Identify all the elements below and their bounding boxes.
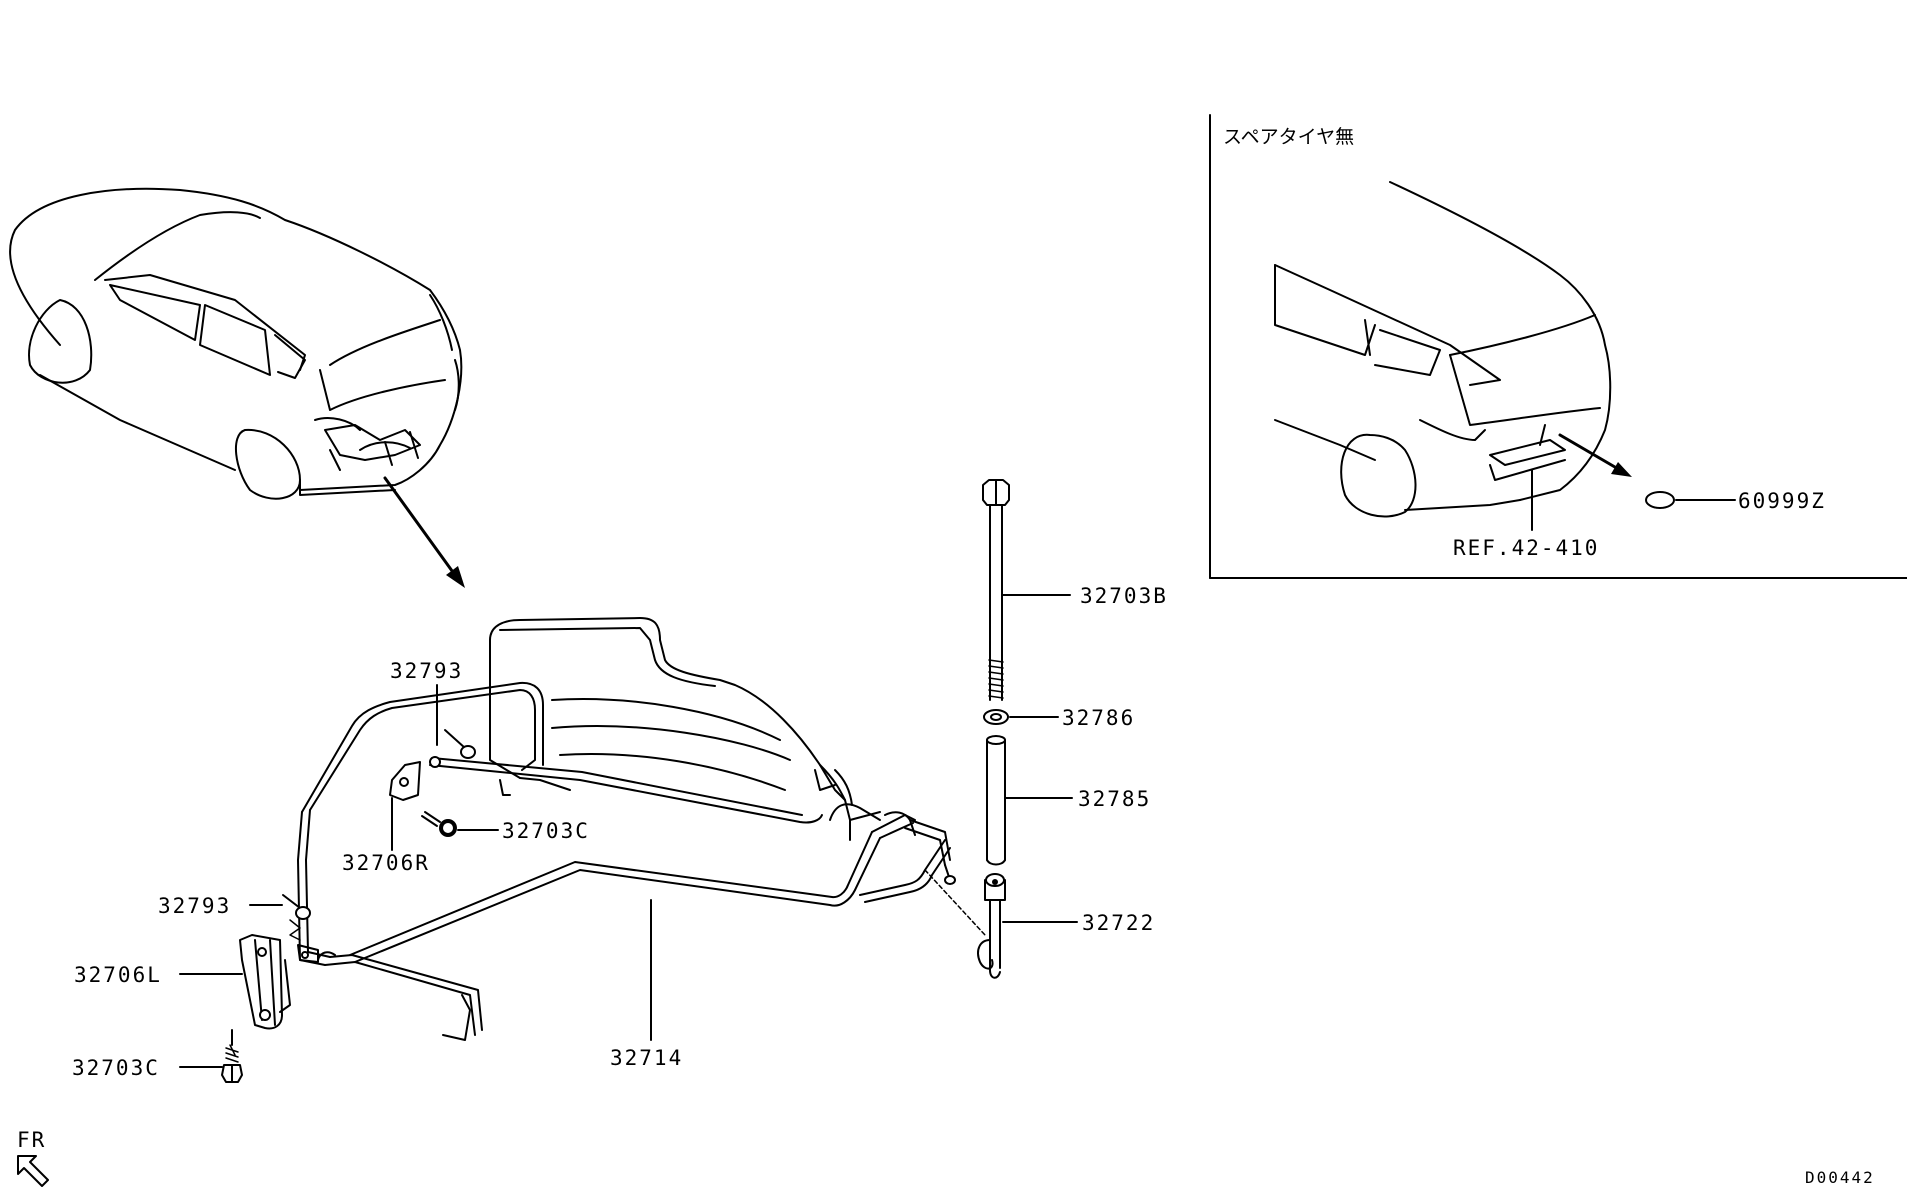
label-32793-top: 32793: [390, 659, 463, 683]
inset-title: スペアタイヤ無: [1223, 126, 1354, 148]
label-32786: 32786: [1062, 706, 1135, 730]
label-32722: 32722: [1082, 911, 1155, 935]
label-32785: 32785: [1078, 787, 1151, 811]
label-32793-left: 32793: [158, 894, 231, 918]
hardware-stack: [977, 479, 1010, 979]
orientation-indicator: FR: [17, 1128, 49, 1187]
label-32714: 32714: [610, 1046, 683, 1070]
vehicle-illustration: [9, 187, 465, 588]
orientation-label: FR: [17, 1128, 46, 1152]
label-32706L: 32706L: [74, 963, 162, 987]
inset-vehicle-illustration: [1274, 181, 1632, 518]
label-60999Z: 60999Z: [1738, 489, 1826, 513]
label-32703B: 32703B: [1080, 584, 1168, 608]
label-32703C-bottom: 32703C: [72, 1056, 160, 1080]
label-32703C-right: 32703C: [502, 819, 590, 843]
front-arrow-icon: [17, 1155, 49, 1187]
ref-label: REF.42-410: [1453, 536, 1599, 560]
label-32706R: 32706R: [342, 851, 430, 875]
leader-lines: [179, 594, 1078, 1068]
inset-box: スペアタイヤ無 60999Z REF.42-410: [1209, 114, 1907, 579]
part-labels: 32703B 32786 32785 32722 32793 32703C 32…: [72, 584, 1168, 1080]
carrier-assembly: [221, 617, 986, 1083]
drawing-code: D00442: [1805, 1168, 1875, 1187]
blind-plug-shape: [1645, 491, 1675, 509]
